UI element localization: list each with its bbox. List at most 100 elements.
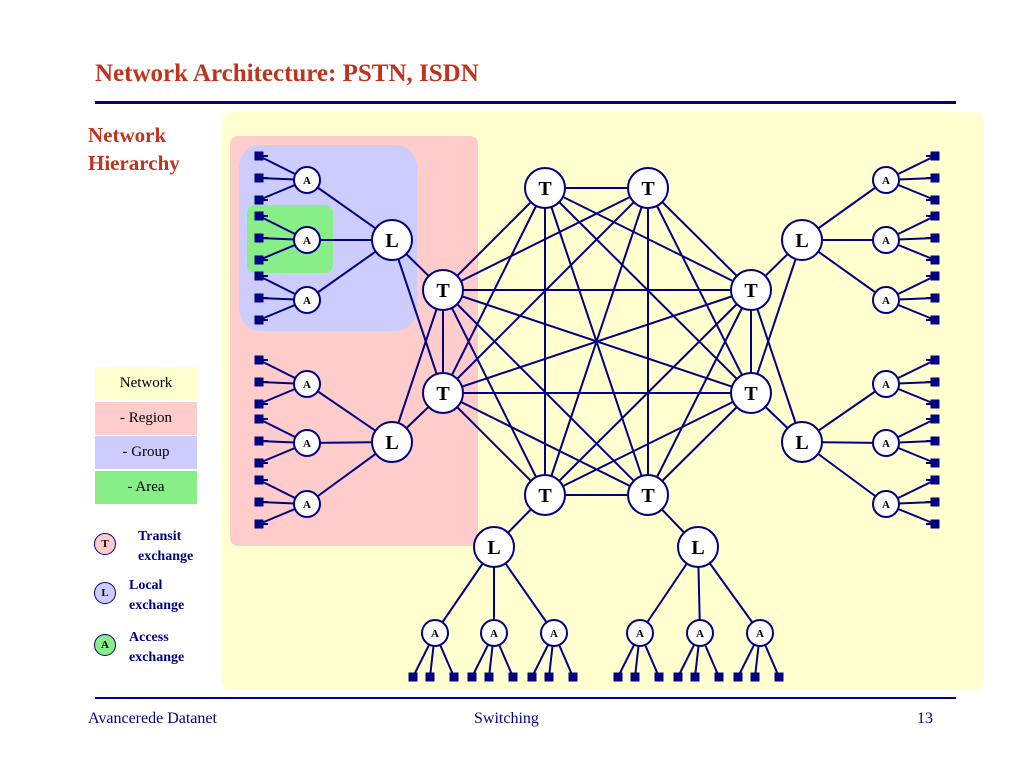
transit-exchange-node: [627, 167, 669, 209]
access-exchange-node: [872, 286, 900, 314]
access-exchange-node: [872, 166, 900, 194]
side-title-line2: Hierarchy: [88, 151, 180, 175]
access-exchange-node: [293, 166, 321, 194]
access-exchange-node-label: A: [303, 438, 311, 450]
terminal-icon: [568, 672, 578, 682]
transit-exchange-node-label: T: [538, 485, 552, 507]
transit-exchange-node-label: T: [641, 485, 655, 507]
footer-rule: [95, 697, 956, 699]
terminal-icon: [527, 672, 537, 682]
transit-exchange-node: [524, 474, 566, 516]
access-exchange-node: [686, 619, 714, 647]
local-exchange-node-label: L: [691, 537, 704, 559]
transit-exchange-node: [422, 372, 464, 414]
connection-line: [442, 392, 546, 496]
access-key-label: Access exchange: [129, 628, 184, 668]
connection-line: [442, 187, 546, 291]
access-exchange-node-label: A: [696, 628, 704, 640]
terminal-icon: [408, 672, 418, 682]
access-exchange-node-label: A: [303, 175, 311, 187]
footer-center: Switching: [474, 710, 539, 727]
local-exchange-node: [781, 219, 823, 261]
legend-region: - Region: [95, 402, 197, 435]
local-exchange-node-label: L: [385, 432, 398, 454]
access-exchange-node-label: A: [636, 628, 644, 640]
access-exchange-node-label: A: [882, 499, 890, 511]
local-exchange-node: [677, 526, 719, 568]
access-exchange-node: [872, 226, 900, 254]
connection-line: [750, 239, 803, 394]
transit-exchange-node-label: T: [641, 178, 655, 200]
transit-exchange-node-label: T: [436, 280, 450, 302]
access-exchange-node: [480, 619, 508, 647]
local-exchange-node: [371, 421, 413, 463]
legend-network: Network: [95, 367, 197, 400]
connection-line: [647, 392, 752, 496]
local-key-label: Local exchange: [129, 576, 184, 616]
access-exchange-node-label: A: [882, 438, 890, 450]
transit-key-line1: Transit: [138, 529, 182, 544]
local-key-icon: L: [94, 582, 116, 604]
access-exchange-node: [293, 286, 321, 314]
connection-line: [442, 392, 649, 496]
local-exchange-node-label: L: [795, 432, 808, 454]
connection-line: [442, 187, 649, 291]
access-exchange-node-label: A: [882, 175, 890, 187]
terminal-icon: [750, 672, 760, 682]
transit-exchange-node-label: T: [744, 383, 758, 405]
access-exchange-node-label: A: [882, 379, 890, 391]
access-exchange-node-label: A: [490, 628, 498, 640]
terminal-icon: [449, 672, 459, 682]
page-number: 13: [917, 710, 933, 727]
connection-line: [442, 289, 752, 394]
transit-exchange-node: [730, 269, 772, 311]
access-exchange-node-label: A: [431, 628, 439, 640]
connection-line: [391, 289, 444, 443]
footer-left: Avancerede Datanet: [88, 710, 217, 727]
connection-line: [544, 392, 752, 496]
access-exchange-node: [746, 619, 774, 647]
access-exchange-node-label: A: [756, 628, 764, 640]
local-key-line2: exchange: [129, 598, 185, 613]
transit-key-line2: exchange: [138, 549, 194, 564]
transit-key-icon: T: [94, 533, 116, 555]
access-exchange-node: [626, 619, 654, 647]
local-exchange-node: [473, 526, 515, 568]
terminal-icon: [467, 672, 477, 682]
terminal-icon: [690, 672, 700, 682]
terminal-icon: [544, 672, 554, 682]
slide-title: Network Architecture: PSTN, ISDN: [95, 60, 479, 87]
access-exchange-node-label: A: [882, 235, 890, 247]
terminal-icon: [425, 672, 435, 682]
title-rule: [95, 101, 956, 104]
terminal-icon: [733, 672, 743, 682]
local-key-line1: Local: [129, 578, 163, 593]
transit-key-label: Transit exchange: [138, 527, 193, 567]
access-exchange-node: [421, 619, 449, 647]
access-exchange-node: [293, 226, 321, 254]
terminal-icon: [774, 672, 784, 682]
access-key-icon: A: [94, 634, 116, 656]
transit-exchange-node-label: T: [744, 280, 758, 302]
connection-line: [750, 289, 803, 443]
transit-exchange-node: [627, 474, 669, 516]
connection-line: [647, 187, 752, 291]
access-exchange-node: [872, 370, 900, 398]
terminal-icon: [508, 672, 518, 682]
access-exchange-node-label: A: [303, 499, 311, 511]
transit-exchange-node: [524, 167, 566, 209]
terminal-icon: [484, 672, 494, 682]
access-key-line2: exchange: [129, 650, 185, 665]
terminal-icon: [714, 672, 724, 682]
side-title-line1: Network: [88, 123, 167, 147]
local-exchange-node-label: L: [795, 230, 808, 252]
local-exchange-node: [781, 421, 823, 463]
access-exchange-node: [872, 490, 900, 518]
access-exchange-node: [540, 619, 568, 647]
access-exchange-node: [293, 370, 321, 398]
transit-exchange-node: [422, 269, 464, 311]
transit-exchange-node-label: T: [538, 178, 552, 200]
terminal-icon: [654, 672, 664, 682]
access-exchange-node: [872, 429, 900, 457]
